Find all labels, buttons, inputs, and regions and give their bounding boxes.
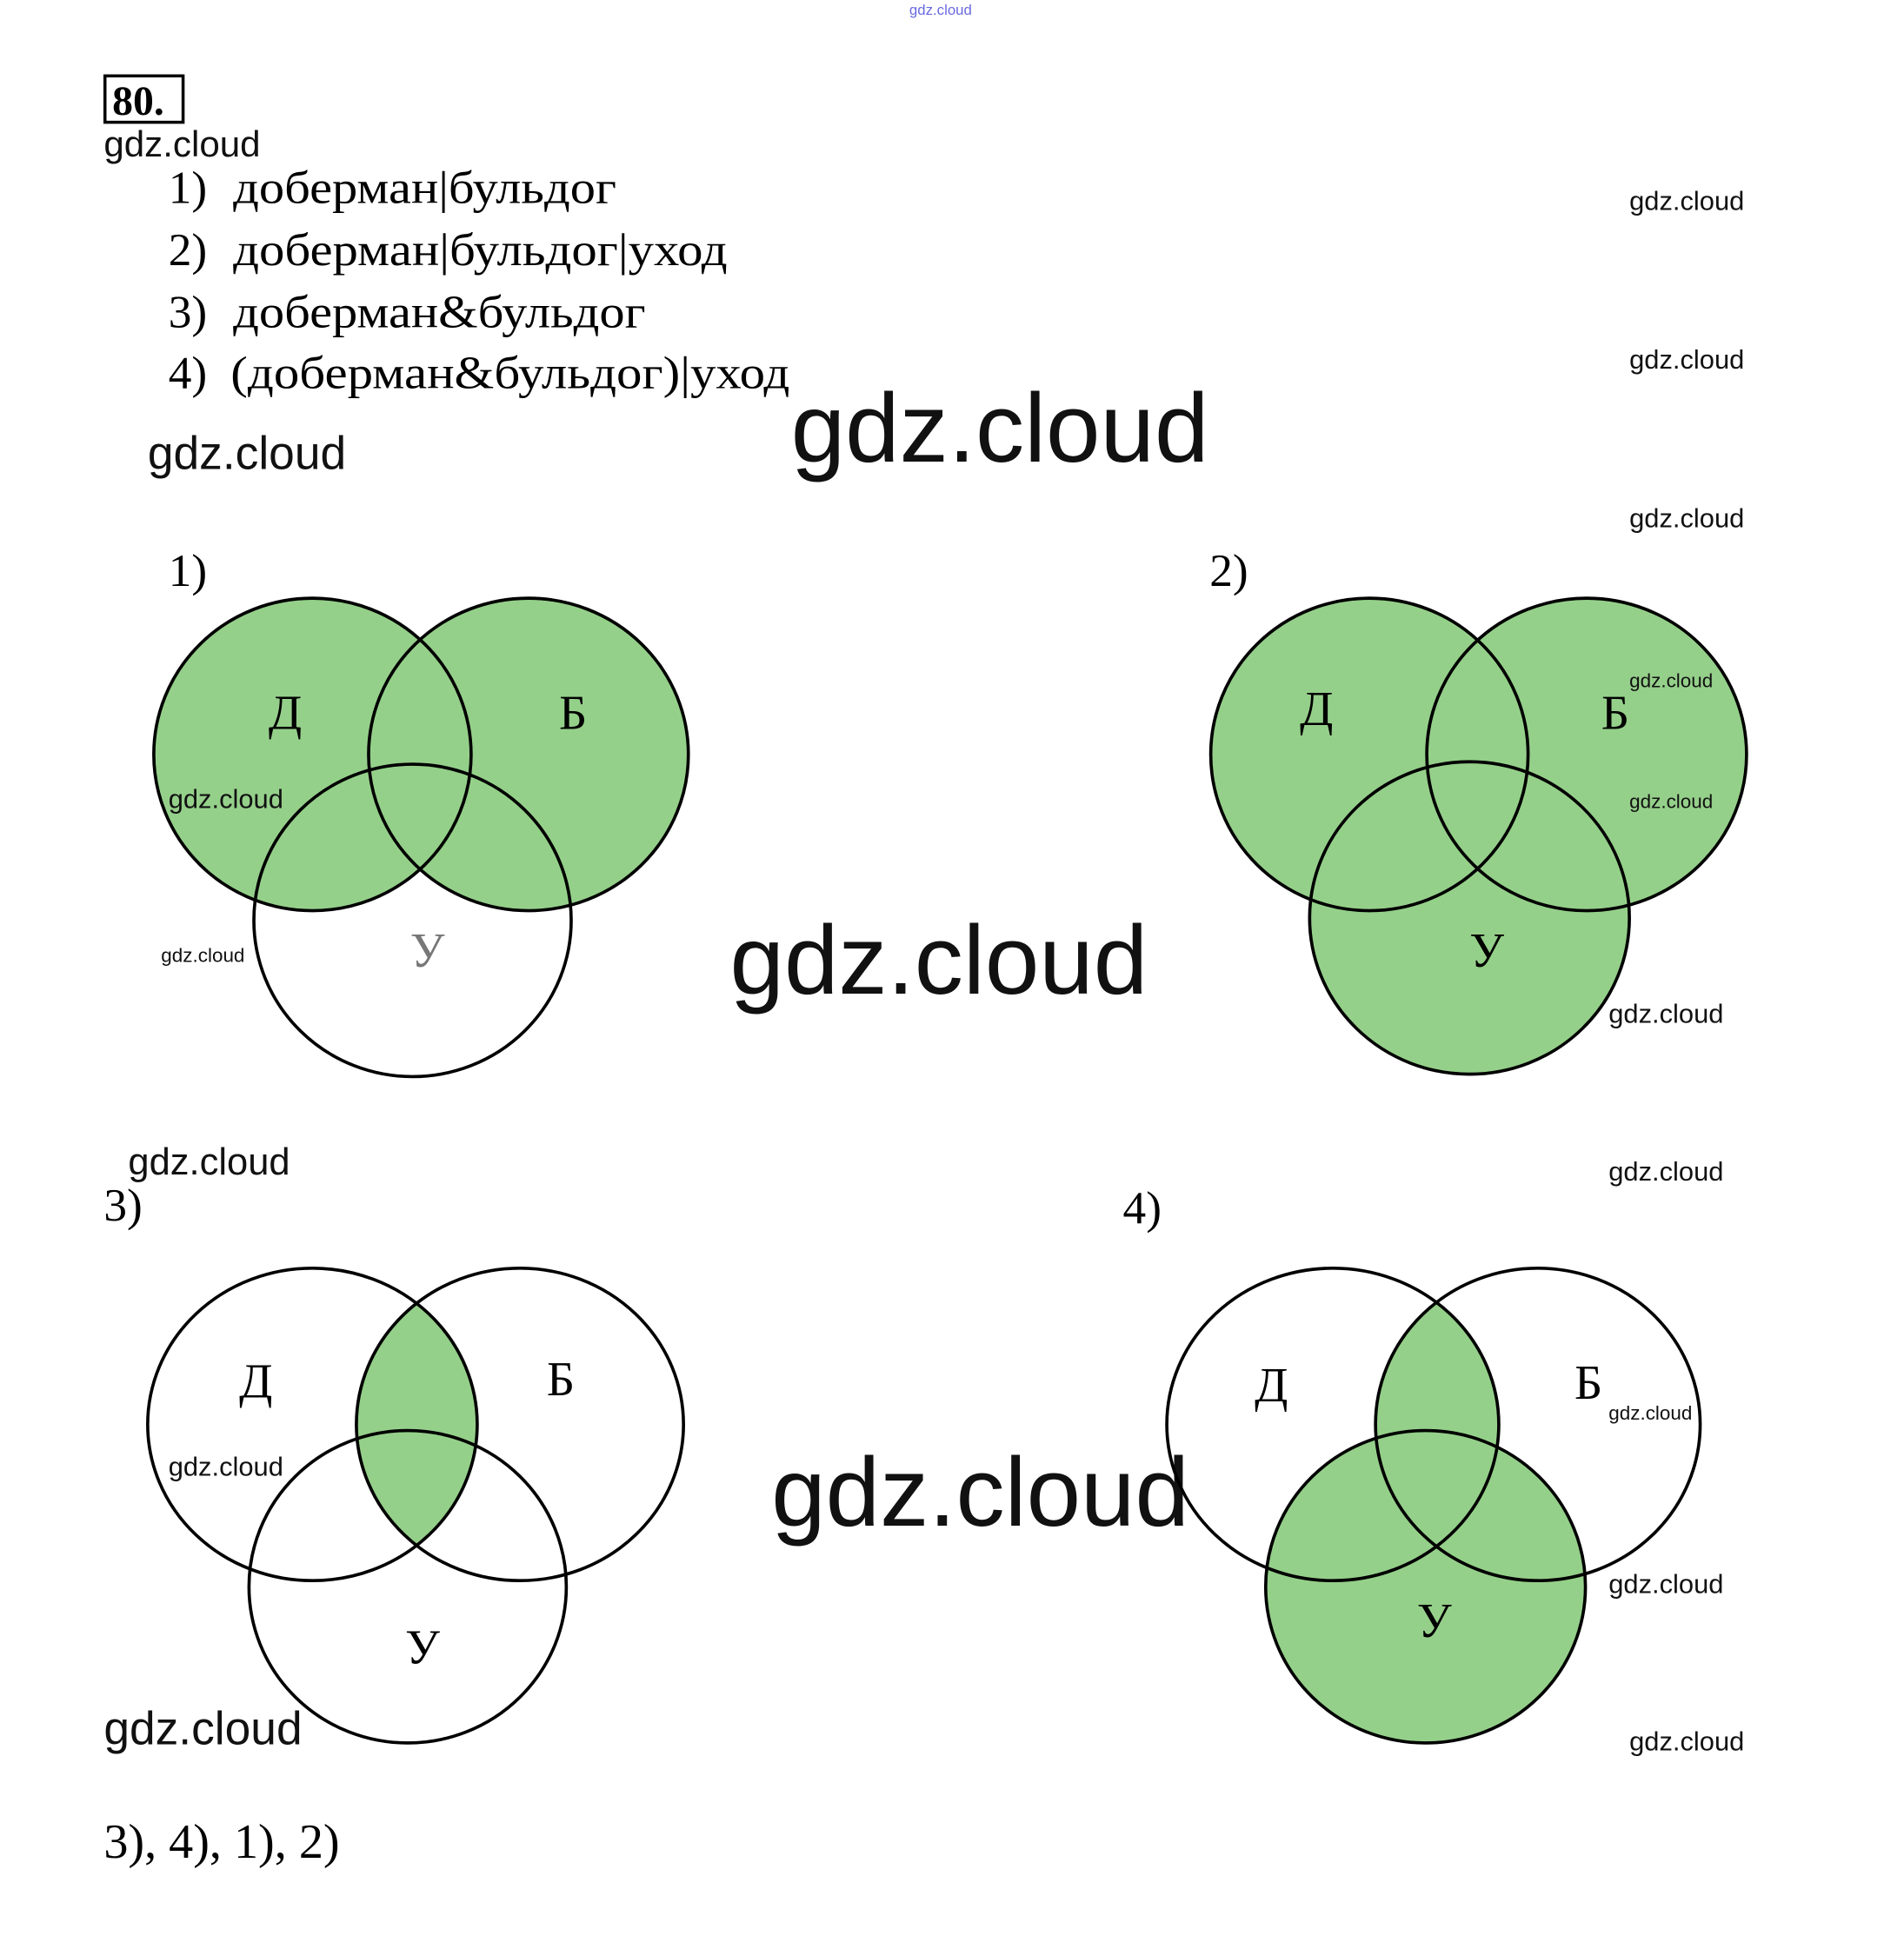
set-u-label: У: [410, 924, 445, 978]
set-d-circle: [1165, 1267, 1501, 1583]
set-d-label: Д: [1255, 1359, 1288, 1413]
query-text: доберман&бульдог: [233, 285, 646, 337]
set-b-circle: [355, 1267, 685, 1583]
set-d-label: Д: [269, 686, 302, 740]
watermark: gdz.cloud: [1629, 186, 1744, 216]
watermark: gdz.cloud: [1608, 999, 1723, 1029]
watermark: gdz.cloud: [1629, 503, 1744, 534]
query-number: 3): [169, 285, 207, 337]
set-u-label: У: [405, 1621, 440, 1675]
set-d-label: Д: [239, 1355, 272, 1409]
query-text: доберман|бульдог|уход: [233, 223, 728, 276]
watermark: gdz.cloud: [1629, 791, 1713, 813]
query-number: 2): [169, 223, 207, 276]
set-d-circle: [1208, 596, 1530, 913]
set-u-label: У: [1417, 1594, 1452, 1648]
set-d-circle: [146, 1267, 479, 1583]
query-text: (доберман&бульдог)|уход: [230, 347, 789, 399]
set-u-region: [1265, 1430, 1586, 1743]
watermark: gdz.cloud: [103, 1703, 302, 1754]
task-number-box: [103, 74, 185, 124]
diagram-label: 1): [169, 544, 207, 596]
query-text: доберман|бульдог: [233, 161, 616, 213]
set-u-circle: [252, 762, 573, 1079]
diagram-label: 3): [103, 1179, 142, 1231]
watermark: gdz.cloud: [909, 2, 972, 18]
set-u-region: [1309, 762, 1630, 1074]
query-number: 4): [169, 347, 207, 399]
watermark: gdz.cloud: [169, 1452, 283, 1482]
query-list: 1) доберман|бульдог 2) доберман|бульдог|…: [169, 161, 790, 398]
watermark: gdz.cloud: [103, 123, 260, 164]
watermark: gdz.cloud: [148, 428, 346, 479]
set-b-label: Б: [1601, 686, 1629, 740]
venn-diagram-2: 2) Д Б У gdz.cloud gdz.cloud gdz.cloud: [1208, 544, 1748, 1076]
set-b-circle: [1425, 596, 1748, 913]
watermark: gdz.cloud: [1629, 344, 1744, 375]
watermark: gdz.cloud: [161, 944, 244, 966]
watermark: gdz.cloud: [169, 784, 283, 815]
venn-diagram-3: 3) Д Б У gdz.cloud: [103, 1179, 685, 1745]
venn-diagram-1: 1) Д Б У gdz.cloud gdz.cloud: [152, 544, 690, 1079]
set-u-circle: [1263, 1428, 1588, 1745]
set-u-circle: [247, 1428, 569, 1745]
watermark: gdz.cloud: [1629, 1726, 1744, 1756]
watermark: gdz.cloud: [128, 1141, 290, 1183]
venn-diagram-4: 4) Д Б У gdz.cloud gdz.cloud: [1123, 1181, 1723, 1745]
task-number: 80.: [112, 78, 164, 124]
diagram-label: 4): [1123, 1181, 1162, 1234]
watermark: gdz.cloud: [1608, 1568, 1723, 1599]
intersection-d-b-region: [1375, 1267, 1499, 1581]
watermark: gdz.cloud: [730, 905, 1148, 1015]
set-b-circle: [1374, 1267, 1702, 1583]
watermark: gdz.cloud: [771, 1437, 1189, 1547]
answer: 3), 4), 1), 2): [103, 1815, 339, 1869]
intersection-d-b-region: [356, 1267, 477, 1581]
set-b-label: Б: [547, 1353, 575, 1407]
set-b-label: Б: [1574, 1356, 1602, 1410]
set-b-region: [368, 598, 689, 911]
query-number: 1): [169, 161, 207, 213]
watermark: gdz.cloud: [1629, 670, 1713, 692]
set-d-label: Д: [1300, 682, 1333, 736]
watermarks: gdz.cloud gdz.cloud gdz.cloud gdz.cloud …: [103, 186, 1744, 1757]
watermark: gdz.cloud: [791, 373, 1209, 482]
set-u-circle: [1308, 760, 1631, 1076]
set-d-circle: [152, 596, 473, 913]
set-u-label: У: [1469, 924, 1504, 978]
watermark: gdz.cloud: [1608, 1402, 1692, 1424]
set-b-label: Б: [559, 686, 587, 740]
diagram-label: 2): [1209, 544, 1248, 596]
watermark: gdz.cloud: [1608, 1156, 1723, 1187]
set-b-circle: [367, 596, 690, 913]
